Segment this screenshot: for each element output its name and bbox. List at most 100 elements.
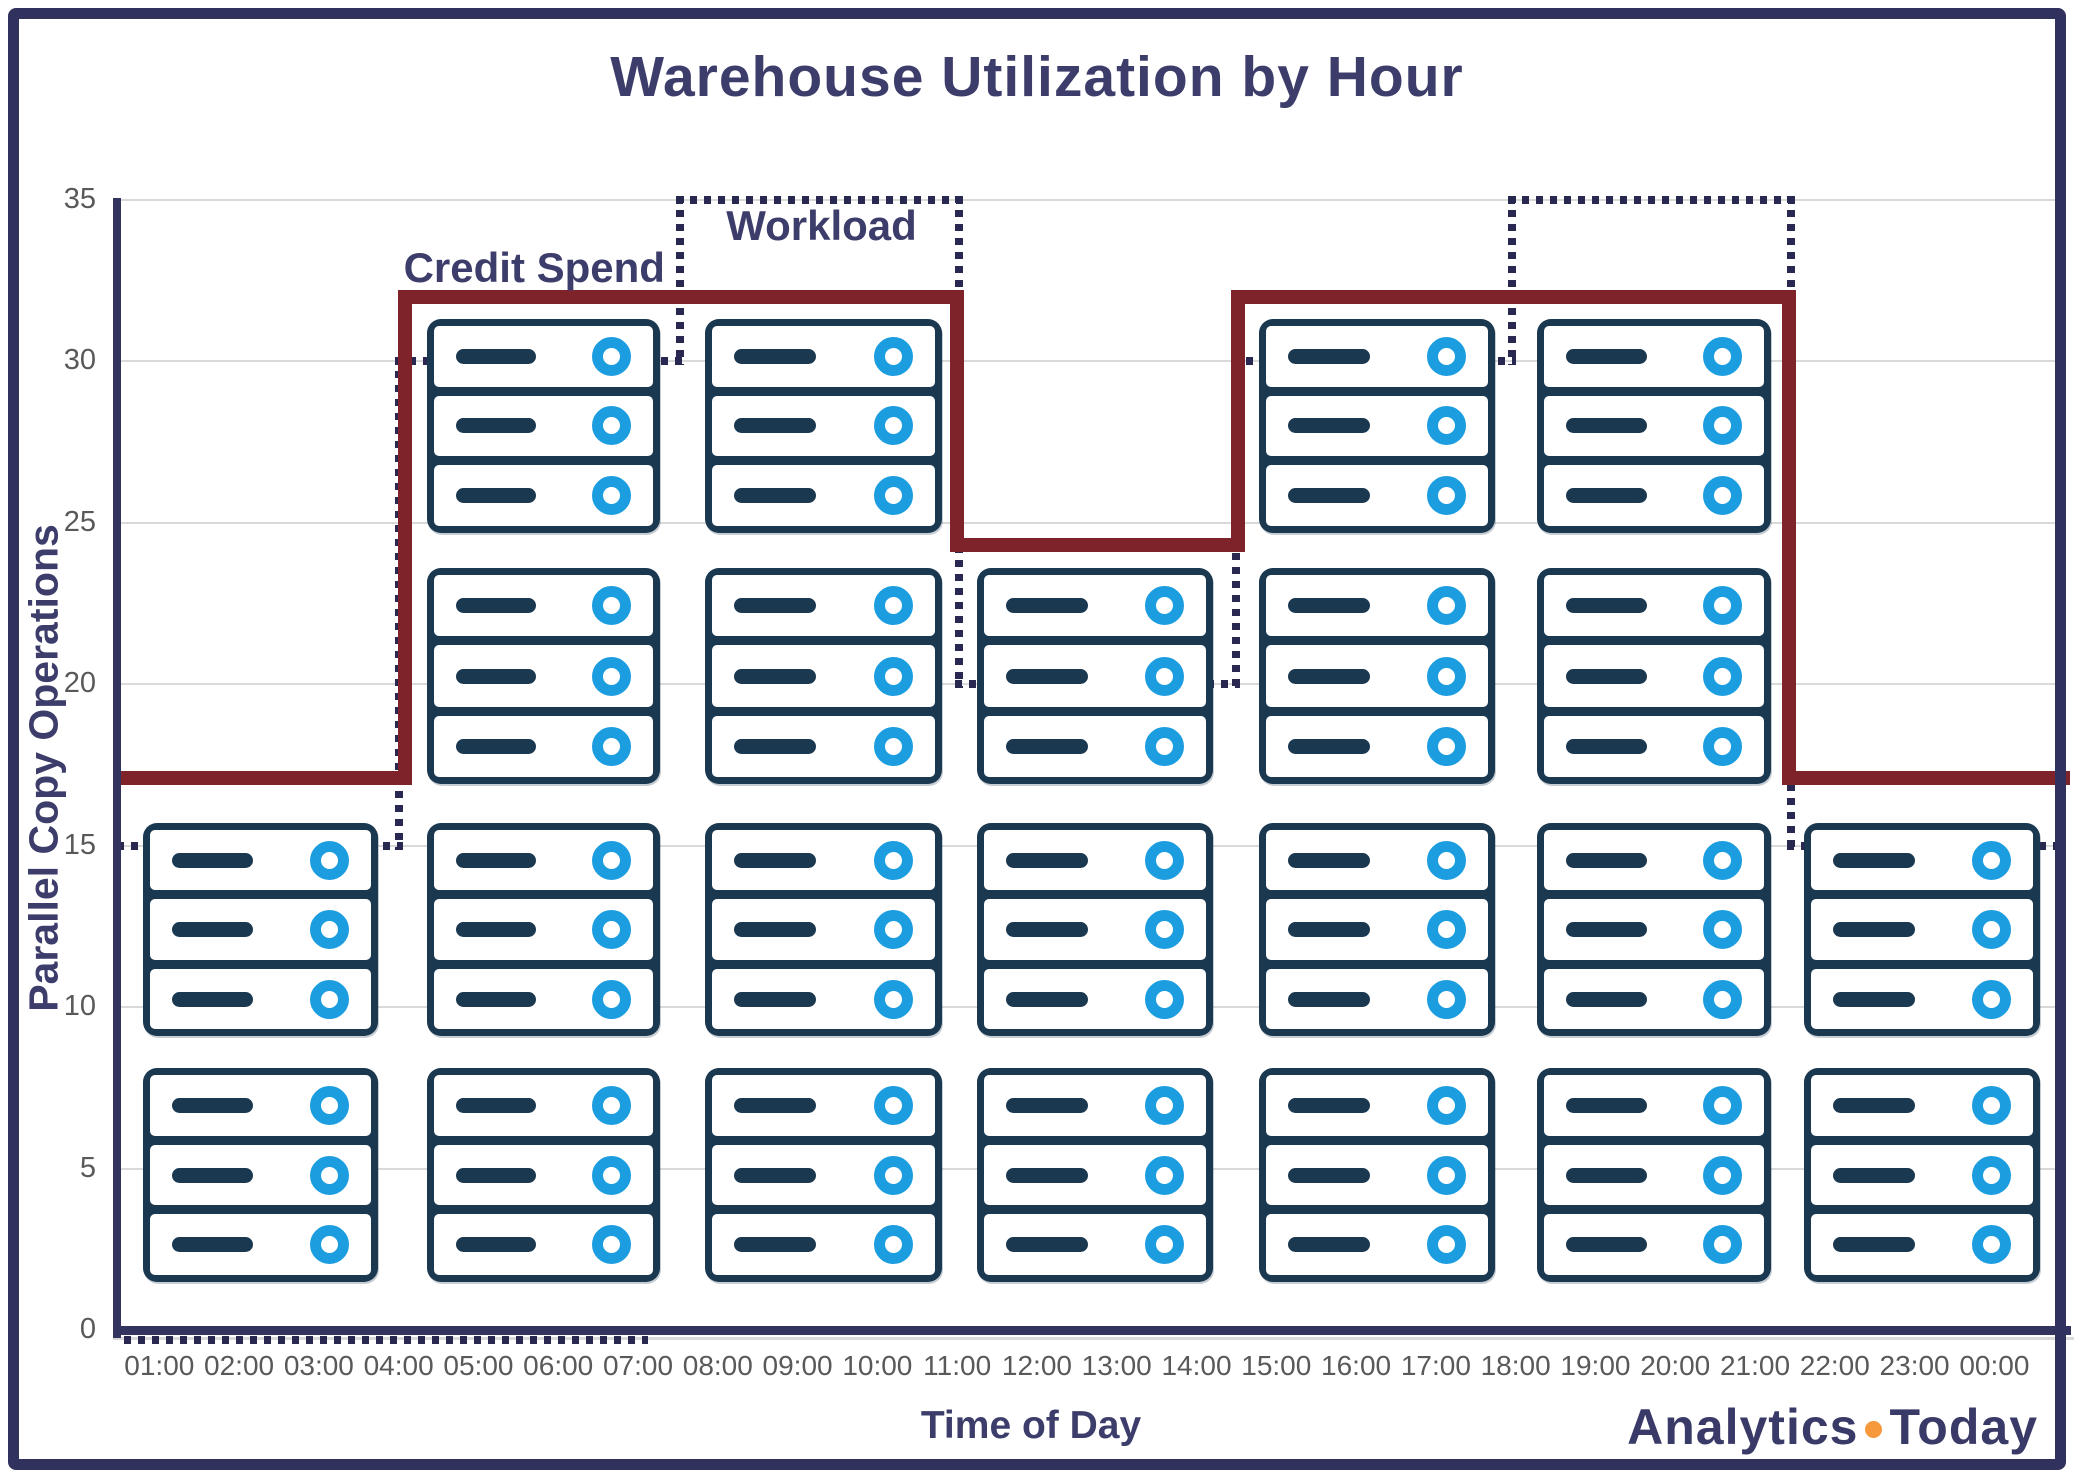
server-row	[1265, 830, 1488, 891]
server-row	[712, 575, 935, 637]
y-gridline	[121, 199, 2063, 201]
server-row	[984, 830, 1207, 891]
x-tick-label: 18:00	[1480, 1350, 1551, 1381]
warehouse-stack-icon	[1258, 568, 1495, 785]
y-tick-label: 25	[63, 505, 96, 538]
server-row	[1544, 1075, 1764, 1136]
server-row	[1810, 830, 2033, 891]
server-slot-bar-icon	[455, 668, 537, 684]
server-slot-bar-icon	[1566, 852, 1648, 868]
server-row	[984, 575, 1207, 637]
x-tick-label: 17:00	[1400, 1350, 1471, 1381]
server-row	[433, 575, 654, 637]
server-slot-bar-icon	[1832, 1167, 1915, 1183]
series-workload-segment	[1507, 196, 1795, 204]
server-row	[1265, 645, 1488, 707]
x-axis-title: Time of Day	[920, 1404, 1142, 1447]
server-row	[433, 395, 654, 457]
server-power-ring-icon	[1703, 727, 1742, 767]
warehouse-stack-icon	[977, 568, 1214, 785]
server-power-ring-icon	[1145, 1155, 1185, 1195]
server-power-ring-icon	[1971, 979, 2011, 1019]
server-row	[712, 1075, 935, 1136]
server-row	[712, 899, 935, 960]
server-slot-bar-icon	[1006, 739, 1089, 755]
server-slot-bar-icon	[171, 991, 254, 1007]
server-slot-bar-icon	[1006, 991, 1089, 1007]
server-row	[1544, 899, 1764, 960]
server-slot-bar-icon	[734, 852, 817, 868]
server-power-ring-icon	[873, 656, 913, 696]
server-slot-bar-icon	[1566, 922, 1648, 938]
server-power-ring-icon	[592, 1086, 632, 1126]
server-power-ring-icon	[1426, 475, 1466, 515]
server-slot-bar-icon	[455, 1167, 537, 1183]
server-power-ring-icon	[1145, 910, 1185, 950]
server-power-ring-icon	[1426, 406, 1466, 446]
server-slot-bar-icon	[734, 487, 817, 503]
server-power-ring-icon	[1971, 1086, 2011, 1126]
warehouse-stack-icon	[142, 823, 378, 1037]
server-row	[712, 1144, 935, 1206]
server-power-ring-icon	[873, 910, 913, 950]
warehouse-stack-icon	[142, 1068, 378, 1282]
server-slot-bar-icon	[1566, 418, 1648, 434]
server-power-ring-icon	[1426, 727, 1466, 767]
server-row	[1544, 715, 1764, 778]
server-row	[433, 1214, 654, 1275]
server-row	[1810, 899, 2033, 960]
server-slot-bar-icon	[1566, 1236, 1648, 1252]
server-power-ring-icon	[1703, 656, 1742, 696]
server-power-ring-icon	[1703, 406, 1742, 446]
server-row	[149, 1144, 371, 1206]
server-power-ring-icon	[592, 840, 632, 880]
server-slot-bar-icon	[734, 349, 817, 365]
y-axis-title: Parallel Copy Operations	[20, 524, 67, 1012]
server-row	[433, 715, 654, 778]
server-slot-bar-icon	[171, 1236, 254, 1252]
server-slot-bar-icon	[455, 349, 537, 365]
server-row	[712, 395, 935, 457]
y-gridline	[121, 521, 2063, 524]
series-credit-spend-riser	[398, 289, 413, 785]
server-power-ring-icon	[1971, 910, 2011, 950]
x-tick-label: 07:00	[602, 1350, 674, 1381]
server-power-ring-icon	[1703, 475, 1742, 515]
server-power-ring-icon	[1145, 727, 1185, 767]
server-row	[149, 899, 371, 960]
x-tick-label: 02:00	[204, 1350, 275, 1381]
server-slot-bar-icon	[455, 991, 537, 1007]
server-row	[712, 645, 935, 707]
warehouse-stack-icon	[1537, 568, 1771, 785]
server-power-ring-icon	[1145, 979, 1185, 1019]
series-credit-spend-segment	[950, 538, 1245, 553]
server-slot-bar-icon	[455, 739, 537, 755]
server-slot-bar-icon	[1287, 418, 1370, 434]
server-slot-bar-icon	[1006, 1167, 1089, 1183]
server-power-ring-icon	[873, 1155, 913, 1195]
server-power-ring-icon	[1426, 656, 1466, 696]
server-row	[712, 465, 935, 526]
server-power-ring-icon	[1703, 586, 1742, 626]
server-slot-bar-icon	[1566, 487, 1648, 503]
server-power-ring-icon	[1703, 1224, 1742, 1264]
server-power-ring-icon	[1426, 840, 1466, 880]
server-slot-bar-icon	[734, 1098, 817, 1114]
server-slot-bar-icon	[734, 598, 817, 614]
warehouse-stack-icon	[1537, 319, 1771, 533]
server-row	[1544, 465, 1764, 526]
warehouse-stack-icon	[1537, 1068, 1771, 1282]
y-axis-line	[113, 198, 121, 1338]
x-tick-label: 01:00	[124, 1350, 195, 1381]
server-power-ring-icon	[1426, 1086, 1466, 1126]
server-power-ring-icon	[1145, 840, 1185, 880]
brand-word-analytics: Analytics	[1627, 1399, 1859, 1455]
server-row	[984, 1214, 1207, 1275]
server-slot-bar-icon	[1287, 1167, 1370, 1183]
warehouse-stack-icon	[1258, 1068, 1495, 1282]
server-row	[984, 1075, 1207, 1136]
server-row	[712, 326, 935, 387]
server-slot-bar-icon	[1287, 1098, 1370, 1114]
server-slot-bar-icon	[734, 668, 817, 684]
server-row	[1265, 326, 1488, 387]
